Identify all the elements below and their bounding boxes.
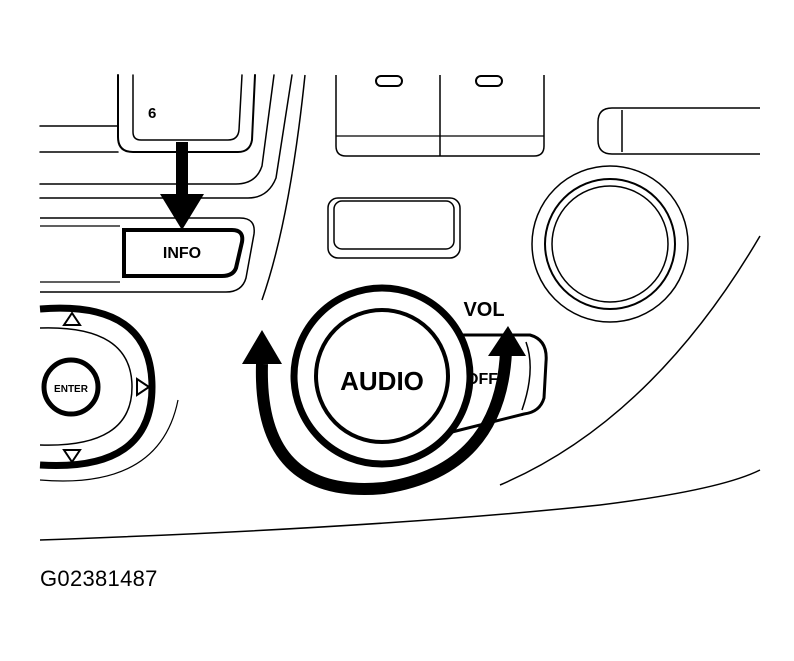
preset-number-label: 6 xyxy=(148,105,156,122)
triangle-right-icon[interactable] xyxy=(136,377,151,397)
navigation-dial[interactable] xyxy=(39,304,179,482)
off-label: OFF xyxy=(466,371,498,388)
press-arrow xyxy=(160,142,204,230)
display-bezel xyxy=(39,74,293,199)
audio-knob[interactable]: AUDIO xyxy=(290,284,474,468)
triangle-down-icon[interactable] xyxy=(62,449,82,464)
enter-button[interactable]: ENTER xyxy=(41,357,101,417)
audio-knob-label: AUDIO xyxy=(340,366,424,396)
right-slot xyxy=(597,107,760,155)
right-knob[interactable] xyxy=(531,165,689,323)
rotation-arrow xyxy=(242,326,526,495)
triangle-up-icon[interactable] xyxy=(62,311,82,326)
enter-button-label: ENTER xyxy=(54,384,89,395)
center-small-button[interactable] xyxy=(327,197,461,259)
panel-seam xyxy=(261,74,306,301)
info-slot xyxy=(40,217,255,293)
info-button-label: INFO xyxy=(163,245,201,262)
info-button[interactable]: INFO xyxy=(122,228,245,278)
panel-edge xyxy=(39,235,761,541)
top-center-buttons xyxy=(335,75,545,157)
figure-id: G02381487 xyxy=(40,566,158,591)
vol-label: VOL xyxy=(463,299,504,321)
